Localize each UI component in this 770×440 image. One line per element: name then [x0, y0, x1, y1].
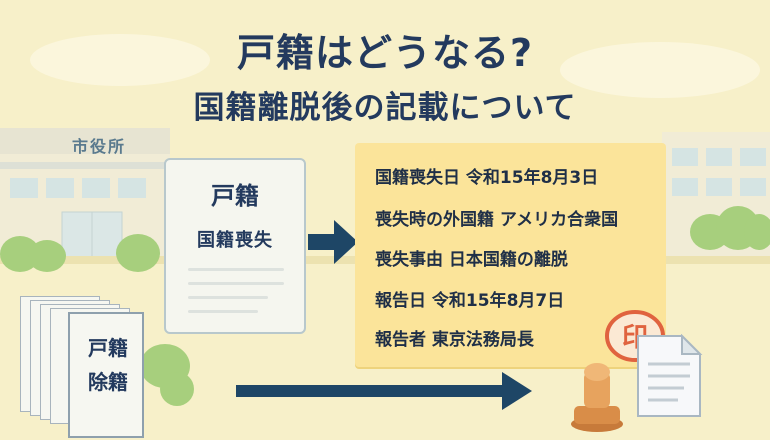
- record-row-report-date: 報告日 令和15年8月7日: [375, 291, 565, 311]
- arrow-right-icon: [308, 220, 358, 264]
- card-text-line: [188, 296, 268, 299]
- clouds: [30, 34, 760, 98]
- record-row-loss-date: 国籍喪失日 令和15年8月3日: [375, 168, 599, 188]
- main-title: 戸籍はどうなる?: [236, 31, 534, 75]
- record-row-reporter: 報告者 東京法務局長: [375, 330, 534, 350]
- joseki-line-1: 戸籍: [88, 336, 128, 360]
- document-icon: [637, 334, 703, 417]
- record-row-foreign-nationality: 喪失時の外国籍 アメリカ合衆国: [375, 210, 619, 230]
- subtitle: 国籍離脱後の記載について: [193, 90, 577, 126]
- hanko-stamp-icon: [571, 363, 623, 432]
- record-row-loss-reason: 喪失事由 日本国籍の離脱: [375, 250, 568, 270]
- koseki-document-card: 戸籍 国籍喪失: [164, 158, 306, 334]
- city-hall-label: 市役所: [72, 137, 127, 156]
- koseki-card-subtitle: 国籍喪失: [197, 230, 273, 251]
- long-arrow-right-icon: [236, 372, 532, 410]
- card-text-line: [188, 268, 284, 271]
- record-details-panel: 国籍喪失日 令和15年8月3日 喪失時の外国籍 アメリカ合衆国 喪失事由 日本国…: [355, 143, 666, 367]
- joseki-document-card: 戸籍 除籍: [68, 312, 144, 438]
- joseki-line-2: 除籍: [88, 370, 128, 394]
- koseki-card-title: 戸籍: [211, 182, 259, 210]
- card-text-line: [188, 282, 284, 285]
- card-text-line: [188, 310, 258, 313]
